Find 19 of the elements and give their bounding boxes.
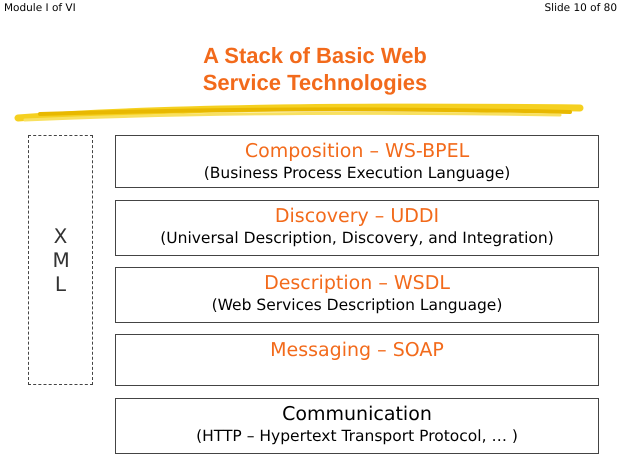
vertical-text: X M L bbox=[52, 224, 68, 296]
slide-number: Slide 10 of 80 bbox=[544, 2, 617, 14]
layer-description: (HTTP – Hypertext Transport Protocol, … ) bbox=[196, 426, 518, 446]
slide-title: A Stack of Basic Web Service Technologies bbox=[202, 42, 428, 96]
layer-box bbox=[115, 135, 599, 188]
layer-name: Description – WSDL bbox=[264, 272, 450, 295]
layer-box bbox=[115, 200, 599, 256]
layer-description: (Business Process Execution Language) bbox=[204, 163, 510, 183]
layer-name: Communication bbox=[282, 403, 432, 426]
layer-description: (Universal Description, Discovery, and Integration) bbox=[160, 228, 554, 248]
layer-name: Composition – WS-BPEL bbox=[244, 140, 470, 163]
layer-name: Messaging – SOAP bbox=[270, 339, 444, 362]
layer-description: (Web Services Description Language) bbox=[212, 295, 502, 315]
dashed-bracket-box bbox=[28, 135, 93, 385]
module-label: Module I of VI bbox=[4, 2, 77, 14]
layer-box bbox=[115, 267, 599, 323]
layer-name: Discovery – UDDI bbox=[274, 205, 440, 228]
layer-box bbox=[115, 398, 599, 454]
layer-box bbox=[115, 334, 599, 386]
